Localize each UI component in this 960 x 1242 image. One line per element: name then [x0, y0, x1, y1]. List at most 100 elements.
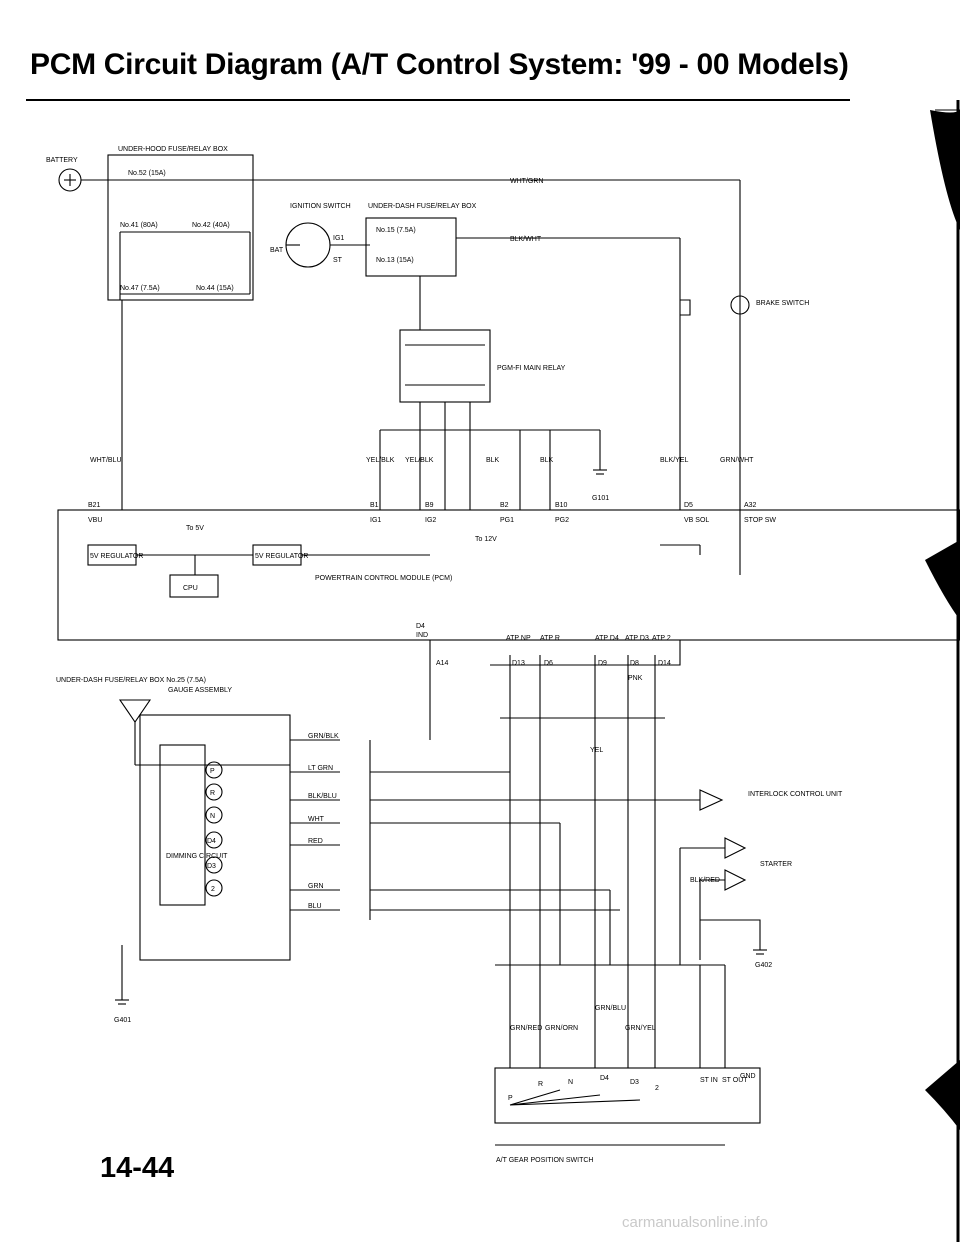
wire-blk-yel: BLK/YEL [660, 457, 689, 464]
wire-blk-blu: BLK/BLU [308, 793, 337, 800]
indicator-d3: D3 [207, 863, 216, 870]
indicator-p: P [210, 768, 215, 775]
pin-stop-sw: STOP SW [744, 517, 776, 524]
indicator-2: 2 [211, 886, 215, 893]
pin-b21: B21 [88, 502, 101, 509]
indicator-r: R [210, 790, 215, 797]
wire-lt-grn: LT GRN [308, 765, 333, 772]
pin-d6: D6 [544, 660, 553, 667]
pin-d9: D9 [598, 660, 607, 667]
page-title: PCM Circuit Diagram (A/T Control System:… [30, 48, 849, 81]
fuse-44-label: No.44 (15A) [196, 285, 234, 292]
wire-yel: YEL [590, 747, 603, 754]
atp-d3: ATP D3 [625, 635, 649, 642]
pin-vb-sol: VB SOL [684, 517, 709, 524]
interlock-label: INTERLOCK CONTROL UNIT [748, 791, 843, 798]
switch-pos-d3: D3 [630, 1079, 639, 1086]
pin-b10: B10 [555, 502, 568, 509]
pin-b1: B1 [370, 502, 379, 509]
underhood-box-label: UNDER-HOOD FUSE/RELAY BOX [118, 146, 228, 153]
main-relay-label: PGM-FI MAIN RELAY [497, 365, 566, 372]
switch-st-in: ST IN [700, 1077, 718, 1084]
wire-yel-blk-2: YEL/BLK [405, 457, 434, 464]
starter-label: STARTER [760, 861, 792, 868]
to-12v-label: To 12V [475, 536, 497, 543]
dimming-circuit-label: DIMMING CIRCUIT [166, 853, 228, 860]
switch-pos-p: P [508, 1095, 513, 1102]
gauge-fuse-box-label: UNDER-DASH FUSE/RELAY BOX No.25 (7.5A) [56, 677, 206, 684]
switch-pos-2: 2 [655, 1085, 659, 1092]
gear-switch-label: A/T GEAR POSITION SWITCH [496, 1157, 594, 1164]
wire-grn-blu: GRN/BLU [595, 1005, 626, 1012]
regulator-1-label: 5V REGULATOR [90, 553, 143, 560]
watermark: carmanualsonline.info [622, 1214, 768, 1231]
pin-pg2: PG2 [555, 517, 569, 524]
pin-pg1: PG1 [500, 517, 514, 524]
wire-wht-blu: WHT/BLU [90, 457, 122, 464]
switch-st-out: ST OUT [722, 1077, 748, 1084]
pin-vbu: VBU [88, 517, 102, 524]
fuse-41-label: No.41 (80A) [120, 222, 158, 229]
g101-label: G101 [592, 495, 609, 502]
battery-label: BATTERY [46, 157, 78, 164]
pin-ig2: IG2 [425, 517, 436, 524]
to-5v-label: To 5V [186, 525, 204, 532]
ig1-label: IG1 [333, 235, 344, 242]
wire-grn-yel: GRN/YEL [625, 1025, 656, 1032]
atp-2: ATP 2 [652, 635, 671, 642]
atp-np: ATP NP [506, 635, 531, 642]
pin-b2: B2 [500, 502, 509, 509]
atp-r: ATP R [540, 635, 560, 642]
pin-d4: D4 [416, 623, 425, 630]
wire-grn-blk: GRN/BLK [308, 733, 339, 740]
pin-d13: D13 [512, 660, 525, 667]
g402-label: G402 [755, 962, 772, 969]
wire-yel-blk-1: YEL/BLK [366, 457, 395, 464]
wire-grn-wht: GRN/WHT [720, 457, 754, 464]
pin-d5: D5 [684, 502, 693, 509]
pin-b9: B9 [425, 502, 434, 509]
wire-red: RED [308, 838, 323, 845]
wire-blk-2: BLK [540, 457, 554, 464]
switch-pos-n: N [568, 1079, 573, 1086]
regulator-2-label: 5V REGULATOR [255, 553, 308, 560]
pin-a32: A32 [744, 502, 757, 509]
wire-wht-grn: WHT/GRN [510, 178, 543, 185]
underdash-box-label: UNDER-DASH FUSE/RELAY BOX [368, 203, 477, 210]
ignition-switch-label: IGNITION SWITCH [290, 203, 351, 210]
pin-d14: D14 [658, 660, 671, 667]
fuse-42-label: No.42 (40A) [192, 222, 230, 229]
bat-label: BAT [270, 247, 284, 254]
wire-blk-red: BLK/RED [690, 877, 720, 884]
wire-grn-orn: GRN/ORN [545, 1025, 578, 1032]
wire-pnk: PNK [628, 675, 643, 682]
atp-d4: ATP D4 [595, 635, 619, 642]
switch-pos-r: R [538, 1081, 543, 1088]
cpu-label: CPU [183, 585, 198, 592]
wire-blk-wht: BLK/WHT [510, 236, 542, 243]
pin-ig1: IG1 [370, 517, 381, 524]
brake-switch-label: BRAKE SWITCH [756, 300, 809, 307]
wire-blk-1: BLK [486, 457, 500, 464]
pcm-label: POWERTRAIN CONTROL MODULE (PCM) [315, 575, 452, 582]
pin-d8: D8 [630, 660, 639, 667]
wire-grn-red: GRN/RED [510, 1025, 542, 1032]
page-number: 14-44 [100, 1152, 175, 1184]
wire-grn: GRN [308, 883, 324, 890]
indicator-d4: D4 [207, 838, 216, 845]
pin-ind: IND [416, 632, 428, 639]
fuse-47-label: No.47 (7.5A) [120, 285, 160, 292]
g401-label: G401 [114, 1017, 131, 1024]
underdash-fuse-15-label: No.15 (7.5A) [376, 227, 416, 234]
wire-wht: WHT [308, 816, 325, 823]
gauge-assembly-label: GAUGE ASSEMBLY [168, 687, 232, 694]
switch-pos-d4: D4 [600, 1075, 609, 1082]
indicator-n: N [210, 813, 215, 820]
st-label: ST [333, 257, 343, 264]
wire-blu: BLU [308, 903, 322, 910]
underdash-fuse-13-label: No.13 (15A) [376, 257, 414, 264]
pin-a14: A14 [436, 660, 449, 667]
fuse-52-label: No.52 (15A) [128, 170, 166, 177]
switch-gnd: GND [740, 1073, 756, 1080]
